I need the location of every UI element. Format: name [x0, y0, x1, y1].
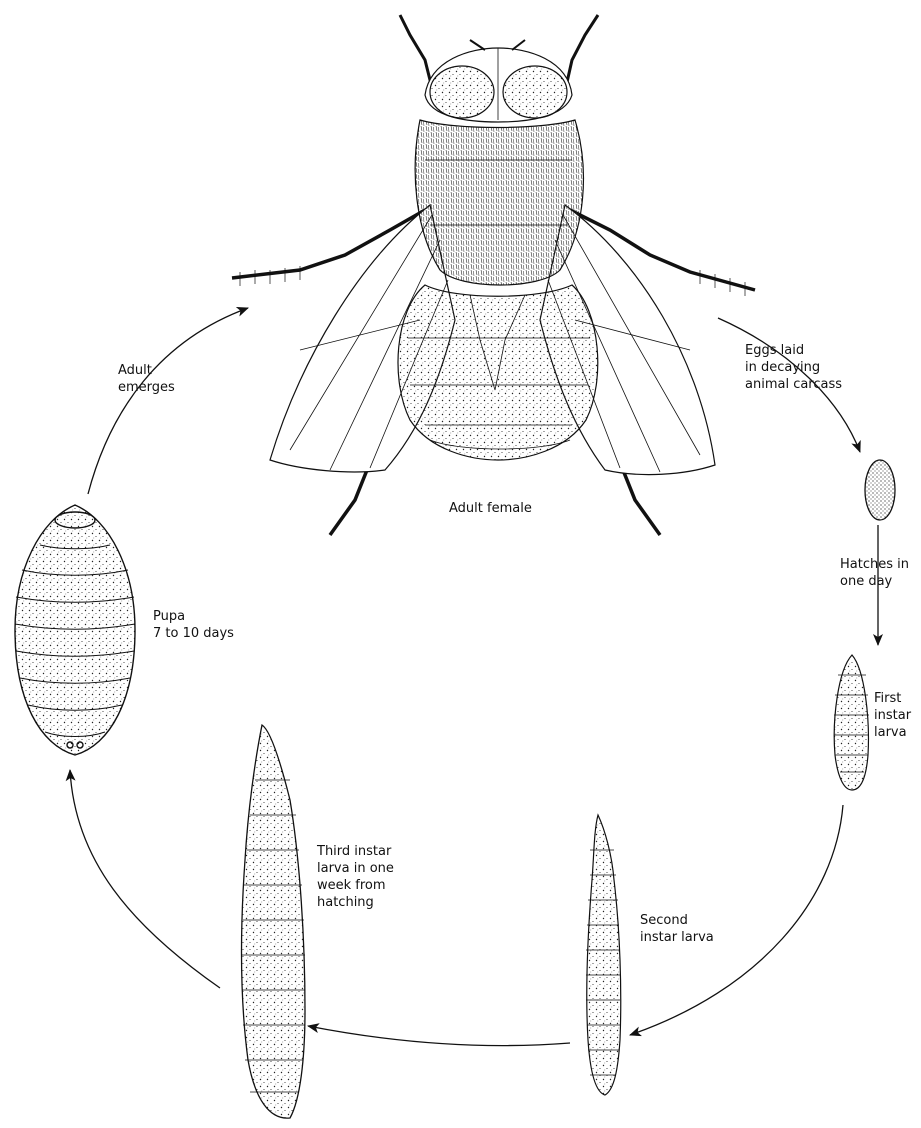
arrow-third-instar-to-pupa: [70, 770, 220, 988]
adult-fly-illustration: [232, 15, 755, 535]
first-instar-label: First instar larva: [874, 690, 911, 741]
eggs-laid-label: Eggs laid in decaying animal carcass: [745, 342, 842, 393]
pupa-label: Pupa 7 to 10 days: [153, 608, 234, 642]
first-instar-larva-illustration: [834, 655, 869, 790]
second-instar-larva-illustration: [586, 815, 621, 1095]
second-instar-label: Second instar larva: [640, 912, 714, 946]
pupa-illustration: [15, 505, 135, 755]
arrow-second-to-third-instar: [308, 1026, 570, 1046]
third-instar-label: Third instar larva in one week from hatc…: [317, 843, 394, 911]
third-instar-larva-illustration: [242, 725, 305, 1118]
hatches-label: Hatches in one day: [840, 556, 909, 590]
adult-emerges-label: Adult emerges: [118, 362, 175, 396]
adult-female-caption: Adult female: [449, 500, 532, 517]
arrow-pupa-to-adult: [88, 308, 248, 494]
egg-illustration: [865, 460, 895, 520]
